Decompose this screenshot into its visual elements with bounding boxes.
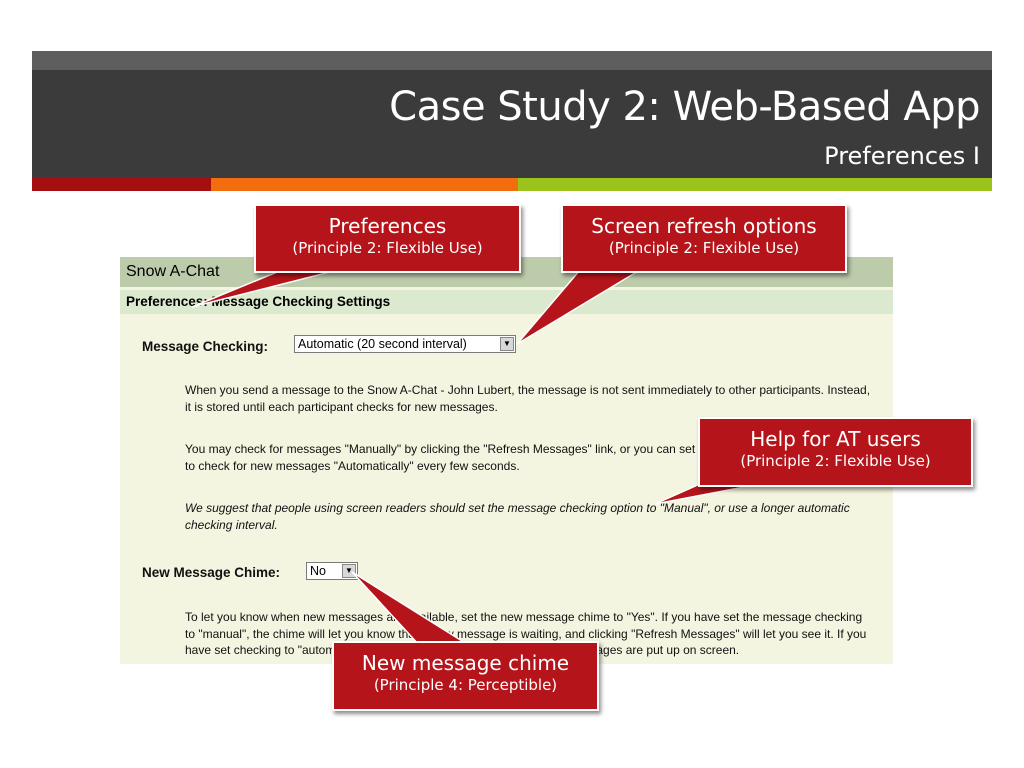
info-paragraph: You may check for messages "Manually" by… — [185, 442, 863, 473]
callout-new-message-chime: New message chime (Principle 4: Percepti… — [332, 641, 599, 711]
accent-bar — [32, 178, 992, 191]
accent-segment-orange — [211, 178, 518, 191]
new-message-chime-select[interactable]: No ▼ — [306, 562, 358, 580]
screen-reader-suggestion: We suggest that people using screen read… — [185, 501, 850, 532]
callout-subtitle: (Principle 2: Flexible Use) — [740, 452, 931, 470]
accent-segment-green — [518, 178, 992, 191]
dropdown-arrow-icon[interactable]: ▼ — [500, 337, 514, 351]
app-section-heading: Preferences: Message Checking Settings — [120, 290, 893, 314]
message-checking-label: Message Checking: — [142, 339, 269, 354]
callout-title: Preferences — [328, 214, 447, 238]
callout-subtitle: (Principle 4: Perceptible) — [373, 676, 558, 694]
callout-subtitle: (Principle 2: Flexible Use) — [608, 239, 800, 257]
message-checking-value: Automatic (20 second interval) — [298, 337, 467, 351]
callout-title: Screen refresh options — [591, 214, 817, 238]
callout-title: Help for AT users — [750, 427, 921, 451]
slide-header: Case Study 2: Web-Based App Preferences … — [32, 70, 992, 178]
slide-title: Case Study 2: Web-Based App — [389, 84, 980, 130]
pointer-new-message-chime — [351, 571, 473, 647]
info-paragraph: When you send a message to the Snow A-Ch… — [185, 383, 871, 414]
callout-preferences: Preferences (Principle 2: Flexible Use) — [254, 204, 521, 273]
callout-title: New message chime — [361, 651, 570, 675]
callout-help-at-users: Help for AT users (Principle 2: Flexible… — [698, 417, 973, 487]
message-checking-select[interactable]: Automatic (20 second interval) ▼ — [294, 335, 516, 353]
accent-segment-red — [32, 178, 211, 191]
chime-value: No — [310, 564, 326, 578]
header-top-band — [32, 51, 992, 70]
callout-screen-refresh: Screen refresh options (Principle 2: Fle… — [561, 204, 847, 273]
dropdown-arrow-icon[interactable]: ▼ — [342, 564, 356, 578]
callout-subtitle: (Principle 2: Flexible Use) — [292, 239, 483, 257]
pointer-preferences — [191, 269, 339, 308]
pointer-help-at-users — [654, 483, 761, 505]
new-message-chime-label: New Message Chime: — [142, 565, 281, 580]
slide-subtitle: Preferences I — [824, 142, 980, 170]
pointer-screen-refresh — [516, 269, 643, 345]
chime-paragraph: To let you know when new messages are av… — [185, 610, 867, 657]
